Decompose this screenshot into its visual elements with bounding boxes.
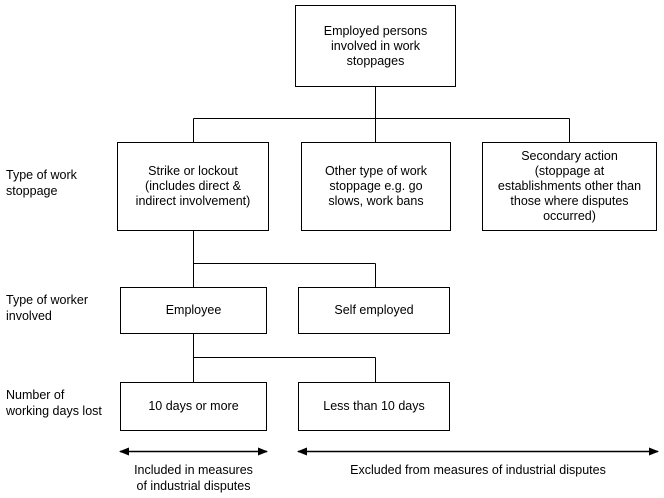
- node-self-employed: Self employed: [298, 287, 450, 334]
- node-employee: Employee: [120, 287, 267, 334]
- caption-included: Included in measures of industrial dispu…: [134, 463, 253, 493]
- node-secondary-action: Secondary action (stoppage at establishm…: [482, 142, 657, 231]
- node-other-stoppage: Other type of work stoppage e.g. go slow…: [301, 142, 451, 231]
- node-ten-days-or-more: 10 days or more: [120, 382, 267, 431]
- row-label-stoppage-type: Type of work stoppage: [6, 168, 77, 198]
- row-label-days-lost: Number of working days lost: [6, 388, 102, 418]
- node-employed-persons: Employed persons involved in work stoppa…: [295, 5, 456, 87]
- row-label-worker-type: Type of worker involved: [6, 293, 88, 323]
- node-less-than-ten-days: Less than 10 days: [298, 382, 450, 431]
- node-strike-or-lockout: Strike or lockout (includes direct & ind…: [117, 142, 269, 231]
- caption-excluded: Excluded from measures of industrial dis…: [350, 463, 606, 477]
